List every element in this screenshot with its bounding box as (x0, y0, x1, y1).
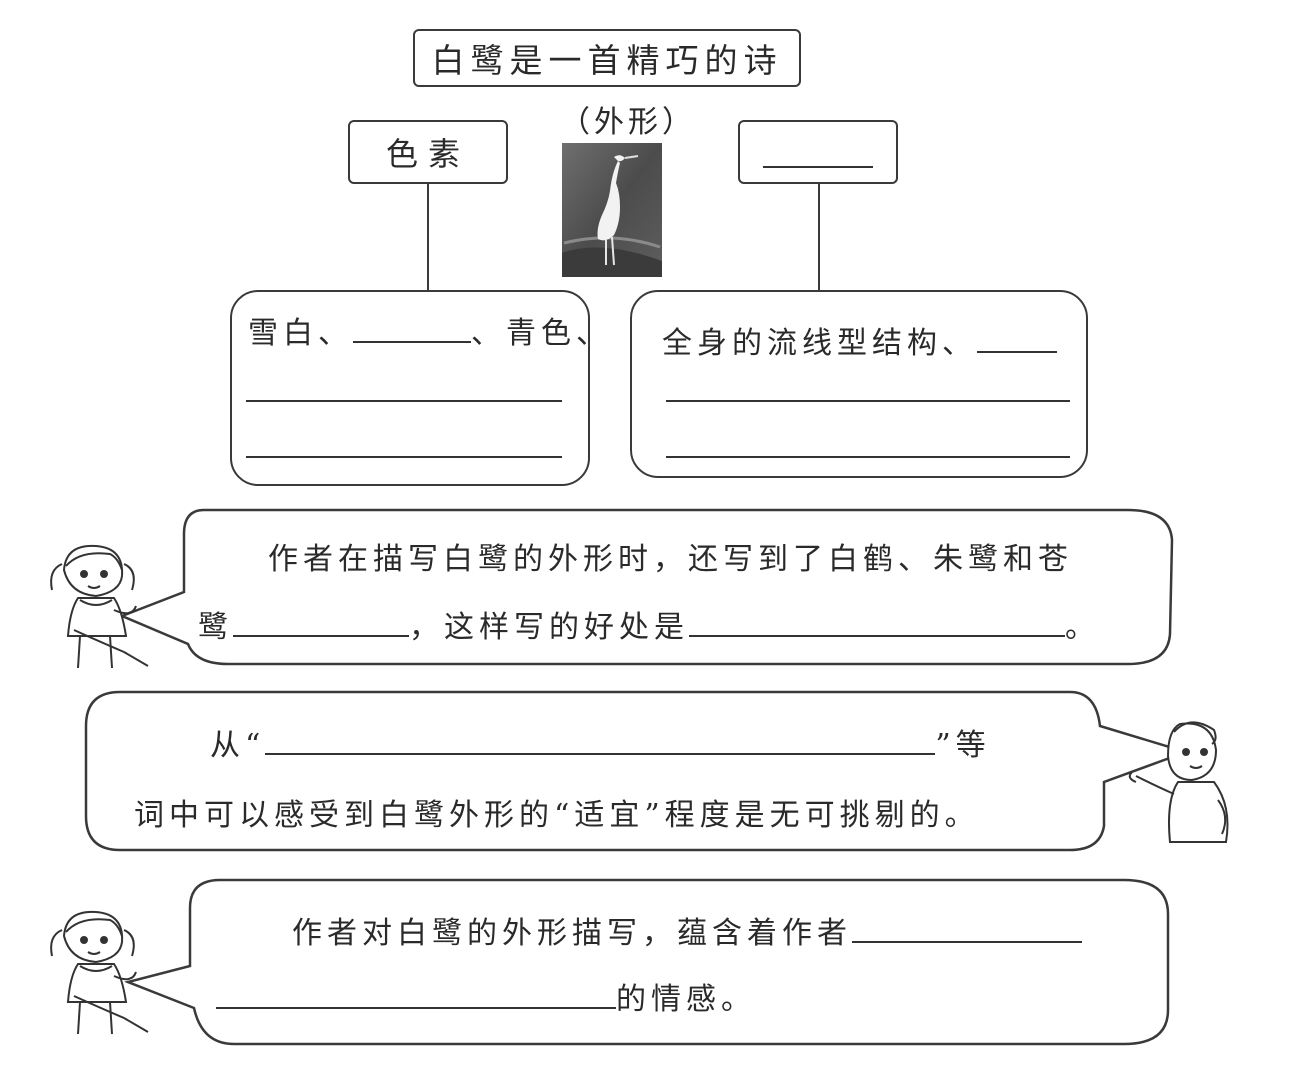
section-subtitle: （外形） (560, 97, 690, 141)
shape-answer-box: 全身的流线型结构、 (630, 290, 1088, 478)
bubble-3-line2: 的情感。 (216, 974, 756, 1018)
bubble-3-text: 作者对白鹭的外形描写，蕴含着作者 (292, 916, 852, 951)
color-blank-3[interactable] (246, 456, 562, 458)
shape-blank-1[interactable] (977, 329, 1057, 353)
bubble-2-start: 从“ (210, 728, 265, 763)
worksheet-title: 白鹭是一首精巧的诗 (413, 29, 801, 87)
girl-icon (40, 906, 158, 1036)
bubble-3-outline (124, 874, 1174, 1050)
bubble-1-line2: 鹭 ，这样写的好处是 。 (198, 602, 1100, 646)
blank-label-line[interactable] (763, 136, 873, 168)
bubble-2-line2: 词中可以感受到白鹭外形的“适宜”程度是无可挑剔的。 (134, 790, 980, 834)
color-answer-line1: 雪白、 、青色、 (248, 308, 611, 352)
shape-answer-line1: 全身的流线型结构、 (662, 318, 1057, 362)
color-blank-1[interactable] (353, 317, 471, 343)
color-answer-box: 雪白、、青色、 (230, 290, 590, 486)
color-prefix: 雪白、 (248, 316, 353, 351)
boy-icon (1126, 710, 1244, 850)
shape-text: 全身的流线型结构、 (662, 326, 977, 361)
title-text: 白鹭是一首精巧的诗 (432, 34, 783, 82)
girl-illustration-2 (40, 906, 158, 1036)
bubble-2-line1: 从“ ”等 (210, 720, 991, 764)
color-blank-2[interactable] (246, 400, 562, 402)
speech-bubble-2: 从“ ”等 词中可以感受到白鹭外形的“适宜”程度是无可挑剔的。 (80, 686, 1190, 856)
speech-bubble-1: 作者在描写白鹭的外形时，还写到了白鹤、朱鹭和苍 鹭 ，这样写的好处是 。 (118, 504, 1178, 670)
bubble-3-end: 的情感。 (616, 982, 756, 1017)
bubble-1-mid: ，这样写的好处是 (409, 610, 689, 645)
color-label-text: 色素 (386, 129, 470, 175)
bubble-3-line1: 作者对白鹭的外形描写，蕴含着作者 (292, 908, 1082, 952)
color-middle: 、青色、 (471, 316, 611, 351)
bubble-1-blank-2[interactable] (689, 609, 1065, 637)
right-connector (818, 184, 820, 292)
bubble-1-end: 。 (1065, 610, 1100, 645)
bubble-3-blank-2[interactable] (216, 981, 616, 1009)
bubble-1-start: 鹭 (198, 610, 233, 645)
bubble-2-end: ”等 (935, 728, 990, 763)
girl-illustration-1 (40, 540, 158, 670)
egret-image (562, 143, 662, 277)
blank-label-box[interactable] (738, 120, 898, 184)
left-connector (427, 184, 429, 292)
speech-bubble-3: 作者对白鹭的外形描写，蕴含着作者 的情感。 (124, 874, 1174, 1050)
egret-photo (562, 143, 662, 277)
boy-illustration (1126, 710, 1244, 850)
bubble-1-line1: 作者在描写白鹭的外形时，还写到了白鹤、朱鹭和苍 (268, 534, 1073, 578)
color-label-box: 色素 (348, 120, 508, 184)
girl-icon (40, 540, 158, 670)
shape-blank-3[interactable] (666, 456, 1070, 458)
bubble-2-blank[interactable] (265, 727, 935, 755)
shape-blank-2[interactable] (666, 400, 1070, 402)
bubble-3-blank-1[interactable] (852, 915, 1082, 943)
bubble-1-blank-1[interactable] (233, 609, 409, 637)
